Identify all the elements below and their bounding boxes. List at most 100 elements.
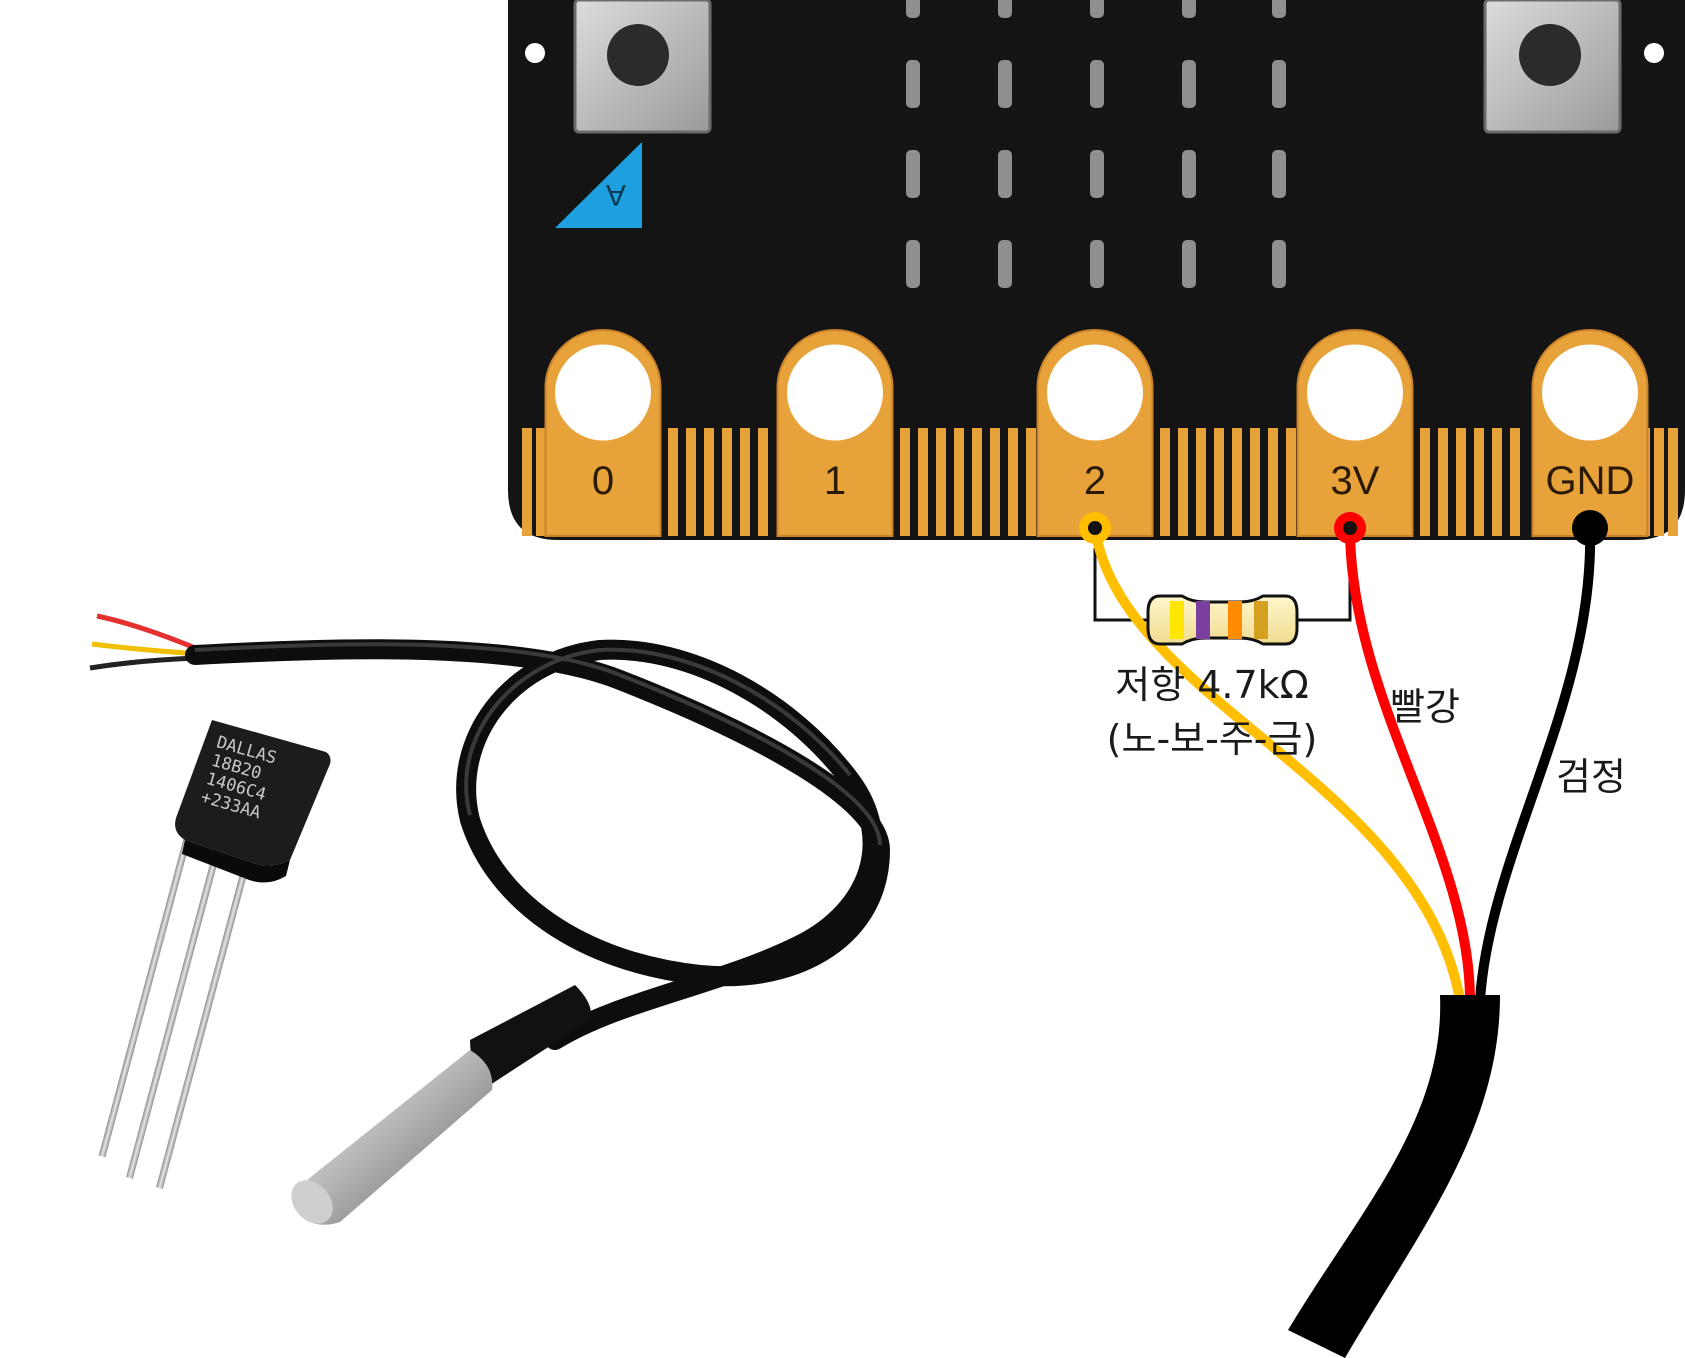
- led: [1272, 150, 1286, 198]
- led: [1182, 60, 1196, 108]
- pin-pad-1[interactable]: 1: [776, 329, 894, 537]
- led-matrix: [906, 0, 1286, 288]
- led: [906, 60, 920, 108]
- pin-pad-3v[interactable]: 3V: [1296, 329, 1414, 537]
- led: [1182, 0, 1196, 18]
- pin-pad-0[interactable]: 0: [544, 329, 662, 537]
- pin-pad-2[interactable]: 2: [1036, 329, 1154, 537]
- edge-strip: [686, 428, 696, 536]
- edge-strip: [1008, 428, 1018, 536]
- chip-body: [175, 720, 331, 866]
- edge-strip: [1668, 428, 1678, 536]
- button-a[interactable]: [573, 0, 712, 134]
- edge-strip: [704, 428, 714, 536]
- pin-label-0: 0: [592, 459, 614, 503]
- resistor-bands-label: (노-보-주-금): [1107, 717, 1318, 761]
- edge-strip: [936, 428, 946, 536]
- led: [1090, 150, 1104, 198]
- waterproof-probe: [89, 613, 891, 1225]
- chip-leg: [156, 850, 253, 1189]
- edge-strip: [1510, 428, 1520, 536]
- edge-strip: [1178, 428, 1188, 536]
- led: [906, 240, 920, 288]
- edge-strip: [740, 428, 750, 536]
- resistor-band: [1228, 601, 1242, 639]
- led: [1090, 0, 1104, 18]
- pad-hole: [1047, 344, 1143, 441]
- edge-strip: [1492, 428, 1502, 536]
- probe-cable-highlight: [194, 642, 882, 846]
- edge-strip: [1474, 428, 1484, 536]
- edge-strip: [1286, 428, 1296, 536]
- button-a-label: A: [606, 178, 626, 211]
- led: [1272, 60, 1286, 108]
- pin3v-connection-center: [1343, 521, 1357, 535]
- pin-label-gnd: GND: [1546, 459, 1635, 503]
- microbit-board: A 0 1 2 3V GND: [508, 0, 1685, 540]
- led: [1272, 240, 1286, 288]
- edge-strip: [1250, 428, 1260, 536]
- edge-strip: [758, 428, 768, 536]
- edge-strip: [1160, 428, 1170, 536]
- pad-hole: [1542, 344, 1638, 441]
- pin-pads: 0 1 2 3V GND: [544, 329, 1649, 537]
- edge-strip: [900, 428, 910, 536]
- mount-hole-right: [1644, 43, 1664, 63]
- black-wire-label: 검정: [1556, 755, 1626, 799]
- edge-strip: [954, 428, 964, 536]
- resistor-band: [1196, 601, 1210, 639]
- pin-label-2: 2: [1084, 459, 1106, 503]
- resistor: [1146, 594, 1299, 646]
- led: [1182, 240, 1196, 288]
- button-b[interactable]: [1483, 0, 1622, 134]
- edge-strip: [1654, 428, 1664, 536]
- probe-cable: [185, 639, 891, 1050]
- edge-strip: [972, 428, 982, 536]
- chip-leg: [126, 840, 223, 1179]
- led: [998, 150, 1012, 198]
- ground-wire: [1475, 523, 1596, 1005]
- edge-strip: [522, 428, 532, 536]
- resistor-lead: [1295, 548, 1352, 622]
- probe-tube: [296, 1050, 493, 1225]
- resistor-band: [1254, 601, 1268, 639]
- led: [1182, 150, 1196, 198]
- edge-strip: [1026, 428, 1036, 536]
- power-wire: [1345, 523, 1475, 1005]
- edge-connector: [522, 428, 1678, 536]
- pad-hole: [555, 344, 651, 441]
- red-wire-label: 빨강: [1390, 685, 1460, 729]
- probe-cable-highlight: [464, 647, 852, 816]
- probe-sleeve: [470, 985, 591, 1085]
- edge-strip: [1232, 428, 1242, 536]
- edge-strip: [1214, 428, 1224, 536]
- pin-label-3v: 3V: [1331, 459, 1380, 503]
- resistor-bands: [1170, 601, 1268, 639]
- button-a-indicator: A: [555, 142, 642, 228]
- mount-hole-left: [525, 43, 545, 63]
- led: [1272, 0, 1286, 18]
- edge-strip: [918, 428, 928, 536]
- edge-strip: [722, 428, 732, 536]
- led: [1090, 60, 1104, 108]
- led: [1090, 240, 1104, 288]
- edge-strip: [1420, 428, 1430, 536]
- led: [906, 0, 920, 18]
- edge-strip: [536, 428, 546, 536]
- pin2-connection-center: [1088, 521, 1102, 535]
- edge-strip: [1268, 428, 1278, 536]
- led: [998, 60, 1012, 108]
- resistor-band: [1170, 601, 1184, 639]
- led: [998, 0, 1012, 18]
- edge-strip: [1456, 428, 1466, 536]
- pin-label-1: 1: [824, 459, 846, 503]
- pin-pad-gnd[interactable]: GND: [1531, 329, 1649, 537]
- pad-hole: [787, 344, 883, 441]
- chip-body-edge: [182, 840, 290, 883]
- gnd-connection: [1572, 510, 1608, 546]
- edge-strip: [668, 428, 678, 536]
- cable-jacket: [1288, 995, 1500, 1358]
- led: [998, 240, 1012, 288]
